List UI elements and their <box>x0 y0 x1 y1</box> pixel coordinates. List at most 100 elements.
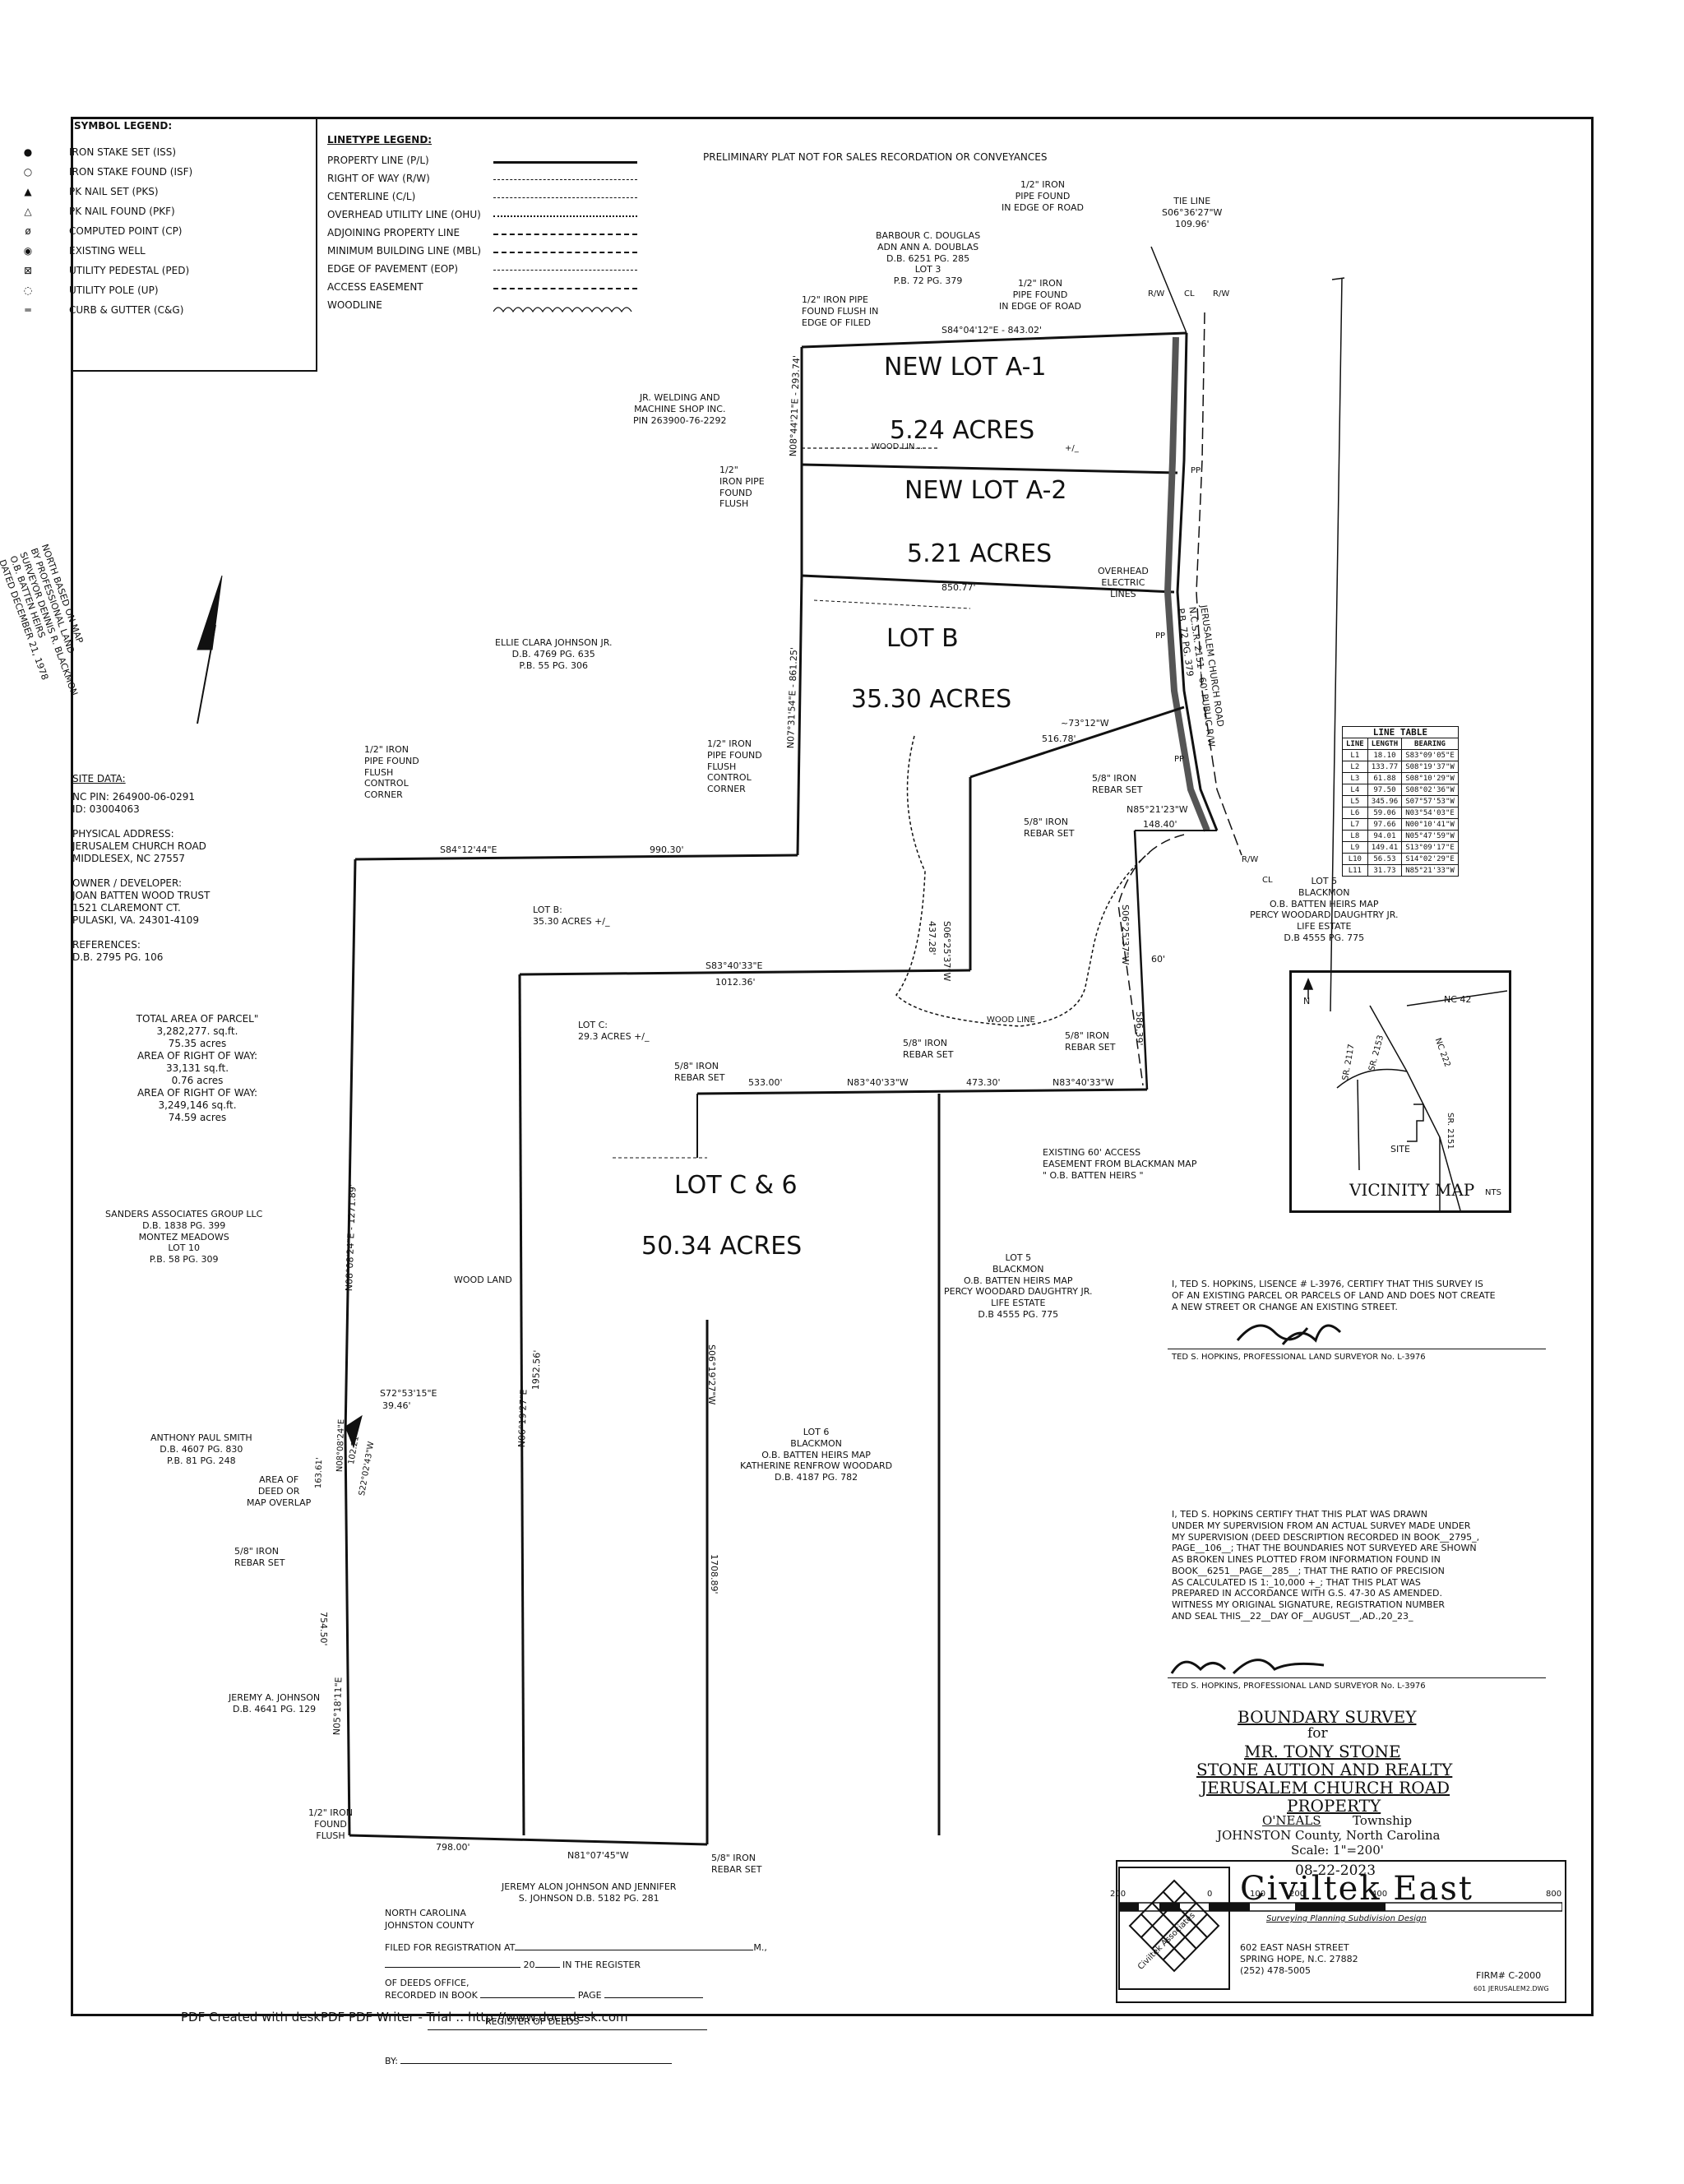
line-table-cell: S83°09'05"E <box>1401 749 1459 761</box>
label-line: 5/8" IRON <box>1024 817 1069 827</box>
certification-line: PREPARED IN ACCORDANCE WITH G.S. 47-30 A… <box>1172 1588 1443 1599</box>
area-line: 3,282,277. sq.ft. <box>156 1025 238 1037</box>
line-table-cell: N85°21'33"W <box>1401 864 1459 877</box>
dim-n85: N85°21'23"W <box>1127 804 1188 815</box>
lot-c6-area: 50.34 ACRES <box>641 1232 803 1261</box>
ellie-johnson-label: ELLIE CLARA JOHNSON JR.D.B. 4769 PG. 635… <box>495 637 612 671</box>
label-line: 1/2" IRON <box>308 1807 354 1818</box>
line-table-cell: 94.01 <box>1367 830 1403 842</box>
road-hatch <box>1164 336 1210 832</box>
scale-tick: 0 <box>1207 1890 1213 1899</box>
label-line: FOUND <box>719 487 752 498</box>
linetype-label: OVERHEAD UTILITY LINE (OHU) <box>327 209 481 220</box>
label-line: FLUSH <box>364 766 394 778</box>
label-line: O.B. BATTEN HEIRS MAP <box>1269 898 1379 909</box>
site-data-line: JERUSALEM CHURCH ROAD <box>72 840 206 852</box>
firm-address-line: SPRING HOPE, N.C. 27882 <box>1240 1953 1358 1964</box>
vicinity-map: N NC 42 SR. 2117 SR. 2153 NC 222 SR. 215… <box>1289 970 1511 1213</box>
power-pole-label: PP <box>1174 755 1185 764</box>
label-line: REBAR SET <box>711 1863 762 1875</box>
symbol-legend-title: SYMBOL LEGEND: <box>74 120 173 132</box>
label-line: D.B 4555 PG. 775 <box>1284 932 1365 943</box>
boundary-line <box>969 706 1185 779</box>
scale-tick: 200 <box>1289 1890 1306 1899</box>
label-line: REBAR SET <box>1065 1041 1116 1053</box>
vicinity-north: N <box>1303 996 1311 1006</box>
label-line: D.B. 4641 PG. 129 <box>232 1703 317 1714</box>
dim-586: 586.39' <box>1134 1011 1145 1046</box>
symbol-legend <box>71 117 317 372</box>
dim-533: 533.00' <box>748 1077 783 1088</box>
linetype-label: PROPERTY LINE (P/L) <box>327 155 429 166</box>
north-arrow <box>197 575 223 650</box>
site-data-line: JOAN BATTEN WOOD TRUST <box>72 890 210 901</box>
centerline-label: CL <box>1184 289 1195 298</box>
label-line: CORNER <box>364 789 403 800</box>
label-line: 1/2" IRON <box>364 744 409 755</box>
line-table-cell: 59.06 <box>1367 807 1403 819</box>
lot-b-name: LOT B <box>886 624 959 653</box>
label-line: S. JOHNSON D.B. 5182 PG. 281 <box>518 1892 659 1904</box>
label-line: CONTROL <box>364 778 409 789</box>
label-line: IRON PIPE <box>719 475 765 487</box>
label-line: SANDERS ASSOCIATES GROUP LLC <box>105 1209 263 1219</box>
label-line: P.B. 55 PG. 306 <box>519 659 589 671</box>
vicinity-nts: NTS <box>1485 1188 1501 1197</box>
road-edge <box>1176 332 1219 831</box>
line-table-cell: L7 <box>1342 818 1368 831</box>
legend-label: IRON STAKE SET (ISS) <box>69 146 177 158</box>
linetype-swatch <box>493 270 637 271</box>
adjoining-line <box>1330 277 1343 1012</box>
adjoining-line <box>1331 277 1345 280</box>
line-table-cell: S07°57'53"W <box>1401 795 1459 807</box>
woodline <box>813 599 971 609</box>
reg-by: BY: <box>385 2056 673 2067</box>
survey-for: for <box>1307 1725 1328 1742</box>
area-line: 3,249,146 sq.ft. <box>158 1099 237 1111</box>
label-line: P.B. 81 PG. 248 <box>167 1455 236 1466</box>
line-table-cell: 97.50 <box>1367 784 1403 796</box>
dim-1012: 1012.36' <box>715 977 756 988</box>
certification-line: I, TED S. HOPKINS, LISENCE # L-3976, CER… <box>1172 1279 1483 1289</box>
site-data-line: REFERENCES: <box>72 939 141 951</box>
lot-a1-name: NEW LOT A-1 <box>884 353 1047 382</box>
dim-516: 516.78' <box>1042 733 1076 744</box>
label-line: LOT 5 <box>1005 1252 1032 1263</box>
label-line: 1/2" IRON <box>1020 179 1065 190</box>
woodline <box>895 735 1152 1027</box>
legend-row: ●IRON STAKE SET (ISS) <box>16 146 176 158</box>
line-table-cell: 97.66 <box>1367 818 1403 831</box>
linetype-swatch <box>493 234 637 235</box>
line-table-cell: L10 <box>1342 853 1368 865</box>
label-line: REBAR SET <box>674 1071 725 1083</box>
scale-tick: 400 <box>1372 1890 1388 1899</box>
label-line: BLACKMON <box>790 1437 842 1449</box>
label-line: BARBOUR C. DOUGLAS <box>876 230 981 241</box>
linetype-legend-title: LINETYPE LEGEND: <box>327 134 433 146</box>
certification-line: PAGE__106__; THAT THE BOUNDARIES NOT SUR… <box>1172 1543 1477 1554</box>
linetype-swatch <box>493 179 637 180</box>
line-table-cell: S08°10'29"W <box>1401 772 1459 784</box>
dim-39: 39.46' <box>382 1400 411 1411</box>
label-line: LIFE ESTATE <box>991 1298 1046 1308</box>
right-of-way-line <box>1196 312 1242 856</box>
line-table-cell: 61.88 <box>1367 772 1403 784</box>
linetype-label: RIGHT OF WAY (R/W) <box>327 173 430 184</box>
tie-line <box>1150 246 1187 334</box>
reg-register: REGISTER OF DEEDS <box>485 2016 580 2027</box>
boundary-line <box>1133 830 1149 1090</box>
label-line: BLACKMON <box>1298 886 1350 898</box>
legend-label: UTILITY PEDESTAL (PED) <box>69 265 190 276</box>
lot-a2-name: NEW LOT A-2 <box>904 476 1067 505</box>
woodline-label: WOOD LIN... <box>872 442 923 451</box>
